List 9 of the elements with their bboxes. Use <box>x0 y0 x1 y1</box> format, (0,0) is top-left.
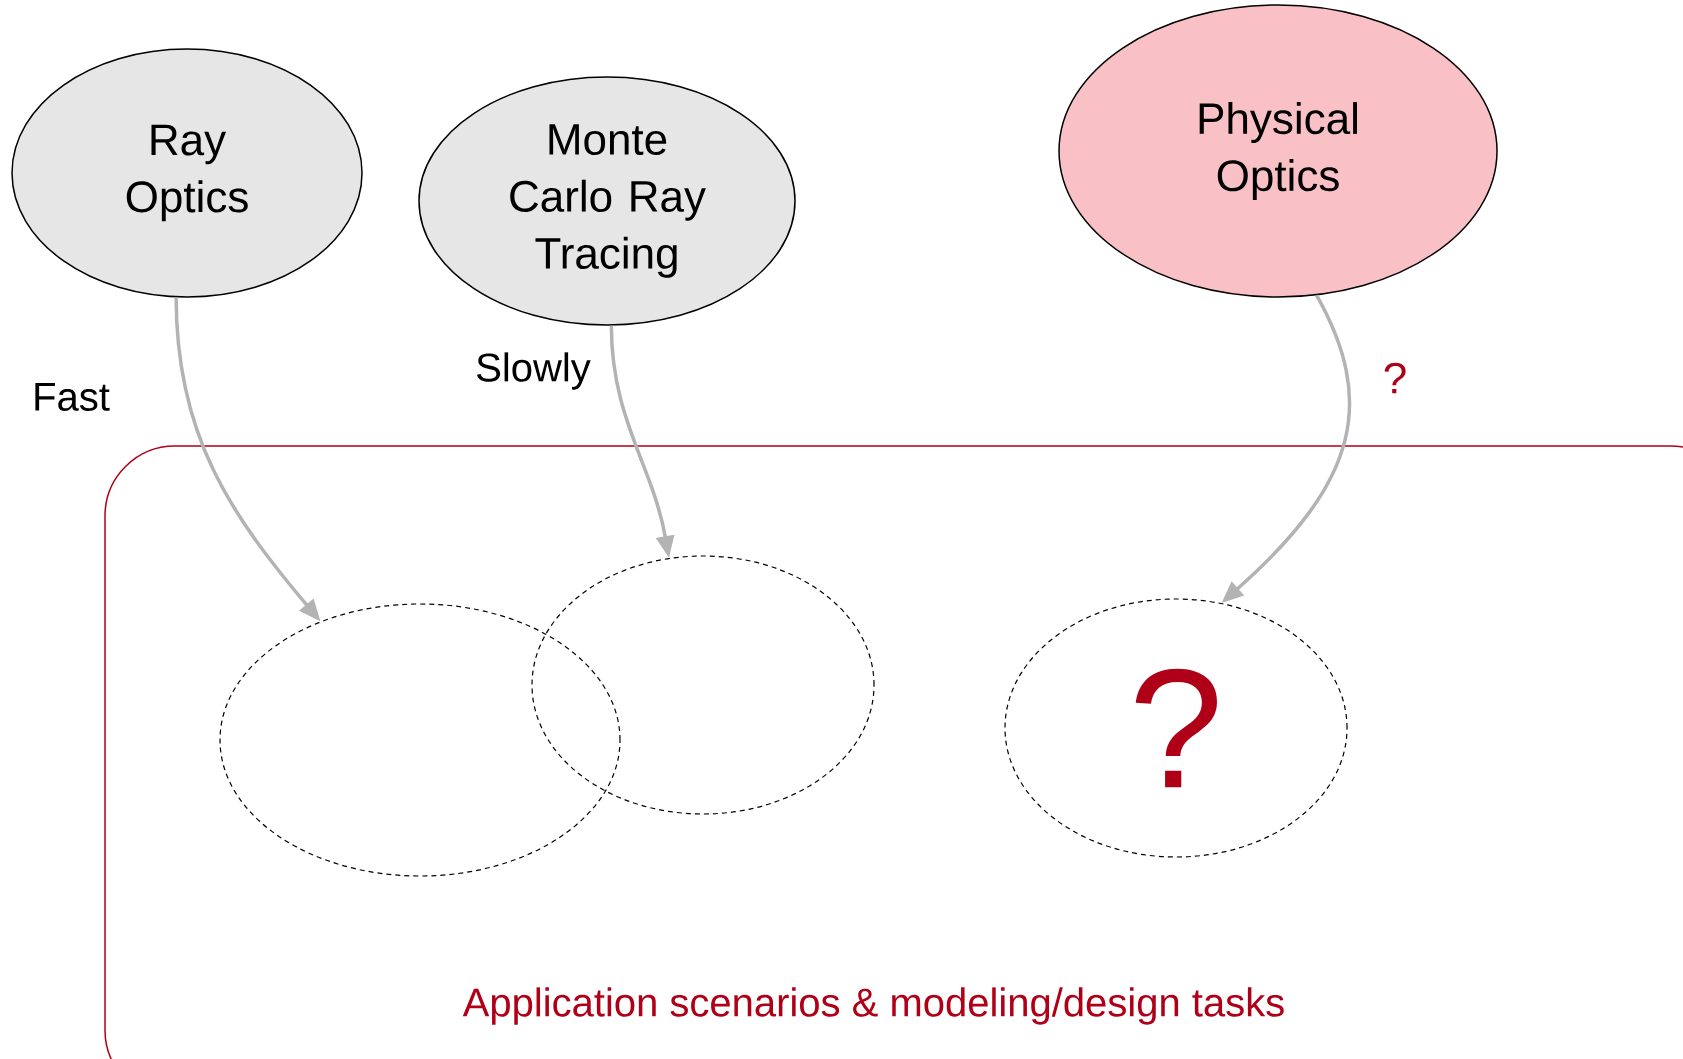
dashed-ellipse <box>219 603 621 877</box>
edge-label: ? <box>1384 362 1406 394</box>
edge-label: Slowly <box>477 352 591 390</box>
dashed-ellipse <box>531 555 875 815</box>
ellipse-node: Monte Carlo Ray Tracing <box>418 76 796 326</box>
ellipse-node: Ray Optics <box>11 48 363 298</box>
ellipse-node: ? <box>1004 598 1348 858</box>
ellipse-node: Physical Optics <box>1058 4 1498 298</box>
edge-label: Fast <box>35 383 110 411</box>
